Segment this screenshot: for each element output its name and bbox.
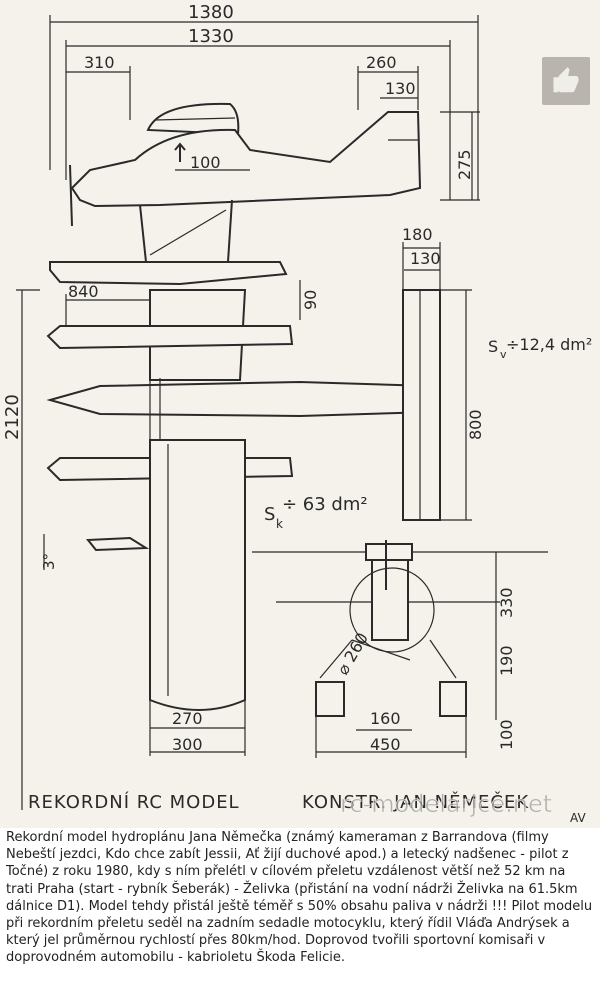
top-view: 840 90 2120 S k ÷ 63 dm² 180 130 bbox=[2, 225, 592, 810]
designer-credit: KONSTR. JAN NĚMEČEK bbox=[302, 791, 529, 813]
wing-area-subscript: k bbox=[276, 517, 283, 531]
dim-130: 130 bbox=[385, 79, 416, 98]
plan-drawing: 1380 1330 310 260 130 275 100 bbox=[2, 2, 592, 825]
dim-wing-100: 100 bbox=[190, 153, 221, 172]
watermark: rc-modelarjce.net bbox=[340, 790, 552, 818]
caption-text: Rekordní model hydroplánu Jana Němečka (… bbox=[6, 830, 593, 966]
dim-angle: 3° bbox=[40, 553, 58, 570]
dim-1330: 1330 bbox=[188, 26, 234, 47]
dim-260: 260 bbox=[366, 53, 397, 72]
dim-800: 800 bbox=[466, 409, 485, 440]
dim-160: 160 bbox=[370, 709, 401, 728]
stab-area-value: ÷12,4 dm² bbox=[506, 335, 592, 354]
stab-area-label: S bbox=[488, 337, 498, 356]
dim-310: 310 bbox=[84, 53, 115, 72]
drawing-initials: AV bbox=[570, 811, 586, 825]
dim-330: 330 bbox=[497, 587, 516, 618]
drawing-title: REKORDNÍ RC MODEL bbox=[28, 791, 240, 813]
dim-front-100: 100 bbox=[497, 719, 516, 750]
side-view: 1380 1330 310 260 130 275 100 bbox=[49, 2, 480, 286]
dim-450: 450 bbox=[370, 735, 401, 754]
dim-300: 300 bbox=[172, 735, 203, 754]
dim-2120: 2120 bbox=[2, 394, 23, 440]
dim-270: 270 bbox=[172, 709, 203, 728]
front-view: 330 190 100 ⌀ 260 160 450 bbox=[252, 540, 548, 758]
like-button[interactable] bbox=[542, 57, 590, 105]
dim-190: 190 bbox=[497, 645, 516, 676]
stab-area-subscript: v bbox=[500, 348, 507, 361]
dim-840: 840 bbox=[68, 282, 99, 301]
dim-1380: 1380 bbox=[188, 2, 234, 23]
dim-90: 90 bbox=[301, 290, 320, 310]
thumbs-up-icon bbox=[553, 67, 579, 93]
wing-area-value: ÷ 63 dm² bbox=[282, 494, 368, 515]
dim-stab-130: 130 bbox=[410, 249, 441, 268]
drawing-panel: 1380 1330 310 260 130 275 100 bbox=[0, 0, 600, 828]
wing-area-label: S bbox=[264, 504, 275, 525]
dim-prop: ⌀ 260 bbox=[333, 629, 372, 678]
dim-275: 275 bbox=[455, 149, 474, 180]
dim-180: 180 bbox=[402, 225, 433, 244]
